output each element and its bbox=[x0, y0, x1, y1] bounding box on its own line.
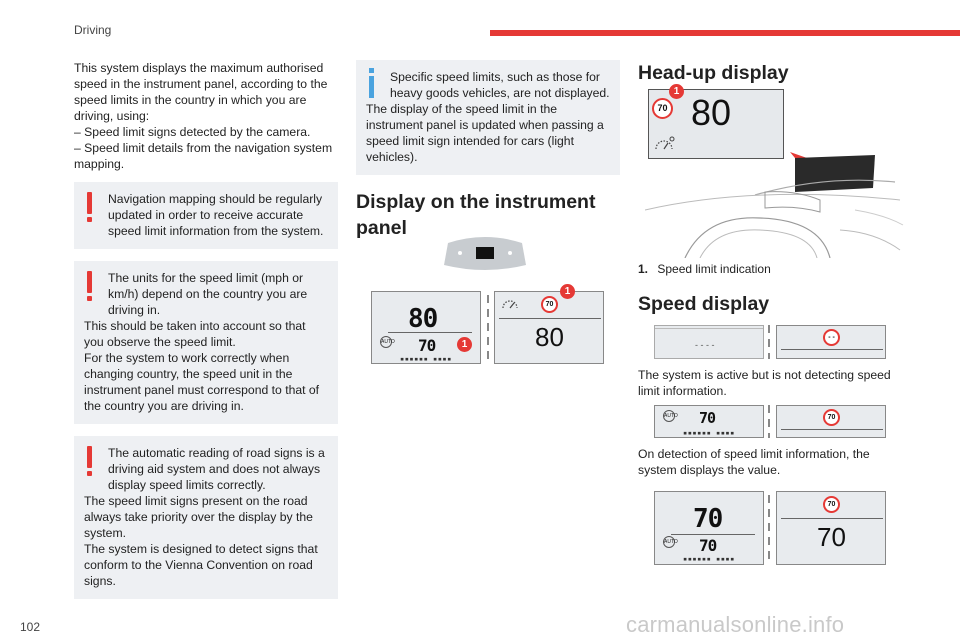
indicator-dots: ▪▪▪▪▪▪ ▪▪▪▪ bbox=[400, 355, 452, 363]
speed-limit-sign: - - bbox=[823, 329, 840, 346]
intro-paragraph: This system displays the maximum authori… bbox=[74, 61, 328, 123]
heading-head-up-display: Head-up display bbox=[638, 62, 789, 84]
watermark: carmanualsonline.info bbox=[626, 612, 845, 637]
speed-limit-sign: 70 bbox=[823, 496, 840, 513]
speed-limit-sign: 70 bbox=[652, 98, 673, 119]
callout-marker: 1 bbox=[669, 84, 684, 99]
callout-marker: 1 bbox=[560, 284, 575, 299]
speed-display-inactive-left: - - - - bbox=[654, 325, 764, 359]
indicator-dots: ▪▪▪▪▪▪ ▪▪▪▪ bbox=[683, 555, 735, 563]
head-up-display-panel: 70 80 bbox=[648, 89, 784, 159]
info-icon bbox=[369, 68, 375, 98]
intro-bullet-camera: – Speed limit signs detected by the came… bbox=[74, 125, 311, 139]
heading-speed-display: Speed display bbox=[638, 293, 770, 315]
column-1: This system displays the maximum authori… bbox=[74, 60, 338, 599]
indicator-dots: ▪▪▪▪▪▪ ▪▪▪▪ bbox=[683, 429, 735, 437]
current-speed: 80 bbox=[408, 304, 438, 334]
instrument-cluster-icon bbox=[444, 237, 526, 270]
speedometer-icon bbox=[655, 136, 675, 150]
hud-speed: 80 bbox=[691, 92, 732, 133]
current-speed: 80 bbox=[535, 322, 564, 352]
speed-display-full-right: 70 70 bbox=[776, 491, 886, 565]
info-note-specific-limits: Specific speed limits, such as those for… bbox=[356, 60, 620, 175]
legend-number: 1. bbox=[638, 262, 649, 276]
speed-limit-value: 70 bbox=[699, 409, 716, 427]
dashboard-illustration bbox=[645, 152, 904, 258]
current-speed: 70 bbox=[817, 522, 846, 552]
warning-icon bbox=[87, 271, 93, 301]
speed-display-inactive-right: - - bbox=[776, 325, 886, 359]
instrument-panel-analog: 70 80 bbox=[494, 291, 604, 364]
panel-separator bbox=[487, 295, 489, 359]
text-detected: On detection of speed limit information,… bbox=[638, 447, 870, 477]
warning-note-mapping: Navigation mapping should be regularly u… bbox=[74, 182, 338, 249]
panel-separator bbox=[768, 495, 770, 561]
speed-limit-sign: 70 bbox=[823, 409, 840, 426]
section-title: Driving bbox=[74, 23, 112, 37]
callout-marker: 1 bbox=[457, 337, 472, 352]
warning-note-units: The units for the speed limit (mph or km… bbox=[74, 261, 338, 424]
speed-limit-sign: 70 bbox=[541, 296, 558, 313]
warning-icon bbox=[87, 192, 93, 222]
legend-item: 1. Speed limit indication bbox=[638, 262, 771, 276]
speedometer-icon bbox=[502, 300, 518, 309]
panel-separator bbox=[768, 325, 770, 359]
speed-display-detected-left: AUTO 70 ▪▪▪▪▪▪ ▪▪▪▪ bbox=[654, 405, 764, 438]
instrument-panel-digital: 80 AUTO 70 ▪▪▪▪▪▪ ▪▪▪▪ bbox=[371, 291, 481, 364]
speed-display-full-left: 70 AUTO 70 ▪▪▪▪▪▪ ▪▪▪▪ bbox=[654, 491, 764, 565]
panel-separator bbox=[768, 405, 770, 438]
column-2: Specific speed limits, such as those for… bbox=[356, 60, 620, 241]
dashes: - - - - bbox=[695, 340, 715, 350]
warning-note-automatic-reading: The automatic reading of road signs is a… bbox=[74, 436, 338, 599]
header-accent-bar bbox=[490, 30, 960, 36]
auto-icon: AUTO bbox=[663, 410, 678, 422]
speed-display-detected-right: 70 bbox=[776, 405, 886, 438]
text-inactive: The system is active but is not detectin… bbox=[638, 368, 891, 398]
warning-icon bbox=[87, 446, 93, 476]
speed-limit-value: 70 bbox=[418, 336, 436, 355]
page-number: 102 bbox=[20, 620, 41, 634]
auto-icon: AUTO bbox=[663, 536, 678, 548]
auto-icon: AUTO bbox=[380, 336, 395, 348]
speed-limit-value: 70 bbox=[699, 536, 717, 555]
heading-instrument-panel: Display on the instrument panel bbox=[356, 191, 596, 239]
intro-bullet-navigation: – Speed limit details from the navigatio… bbox=[74, 141, 333, 171]
legend-text: Speed limit indication bbox=[657, 262, 771, 276]
current-speed: 70 bbox=[693, 504, 723, 534]
